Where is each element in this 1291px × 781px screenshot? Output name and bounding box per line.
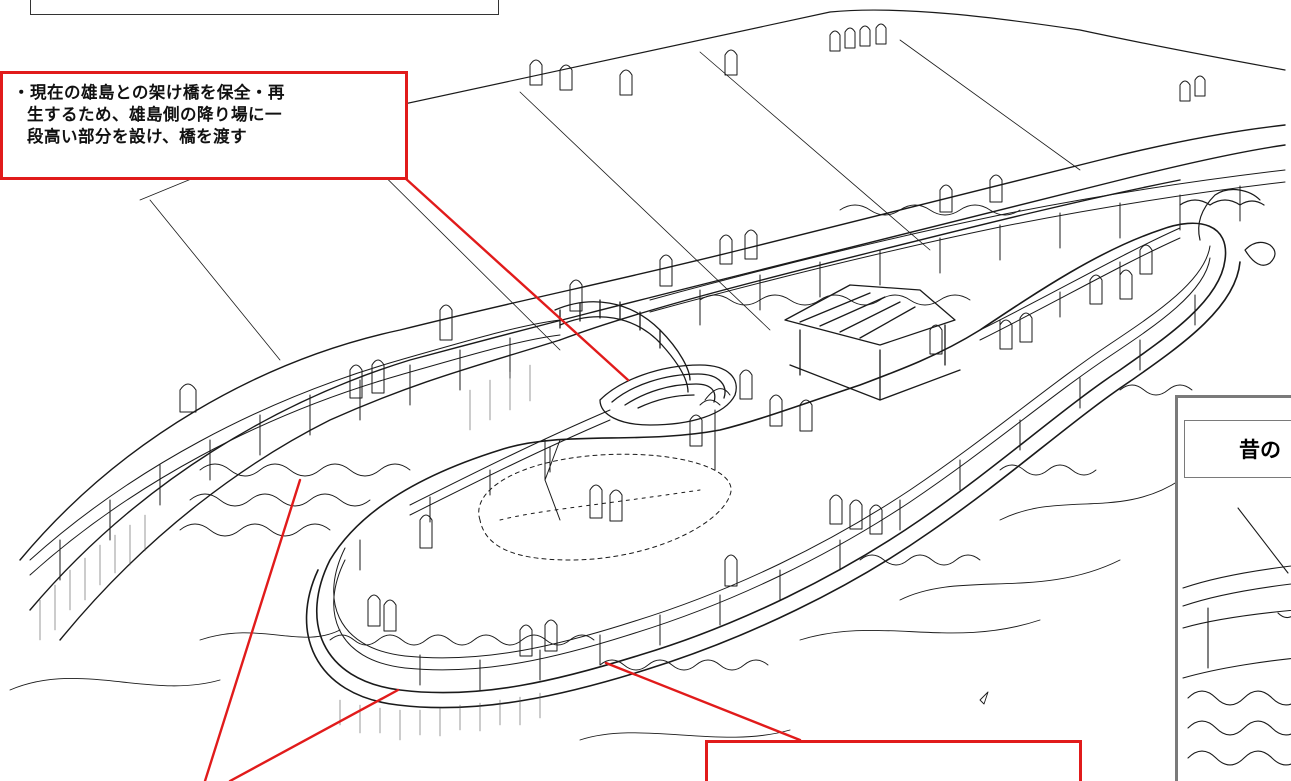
inset-title-text: 昔の	[1239, 438, 1281, 462]
base-leader-line	[228, 688, 400, 781]
bridge-preservation-callout: ・現在の雄島との架け橋を保全・再 生するため、雄島側の降り場に一 段高い部分を設…	[0, 71, 408, 180]
bridge-callout-line-3: 段高い部分を設け、橋を渡す	[27, 127, 248, 146]
callout-leader-lines	[203, 176, 802, 781]
bridge-leader-line	[403, 176, 630, 382]
upper-stone-wall	[179, 204, 1021, 537]
pavilion	[784, 284, 961, 401]
bridge-callout-line-1: ・現在の雄島との架け橋を保全・再	[13, 83, 285, 102]
top-caption-box	[30, 0, 499, 15]
old-view-inset-panel: 昔の	[1175, 395, 1291, 781]
pine-tree	[1179, 188, 1276, 266]
water-ripples	[9, 479, 1181, 741]
reflection-strokes	[39, 364, 541, 741]
old-view-inset-sketch	[1182, 507, 1291, 766]
people-figures	[179, 23, 1206, 657]
central-oval	[478, 388, 732, 561]
bridge-callout-line-2: 生するため、雄島側の降り場に一	[27, 105, 282, 124]
fence-leader-line	[604, 661, 802, 742]
upper-fence	[29, 169, 1286, 581]
island-rock-base	[329, 384, 1193, 671]
inset-title-box: 昔の	[1184, 420, 1291, 478]
island-outline	[305, 222, 1241, 709]
wall-leader-line	[203, 478, 302, 781]
background-hill	[139, 9, 1286, 361]
upper-riverbank	[19, 124, 1286, 641]
rock-base-callout	[705, 740, 1082, 781]
bridge-and-steps	[554, 299, 737, 426]
